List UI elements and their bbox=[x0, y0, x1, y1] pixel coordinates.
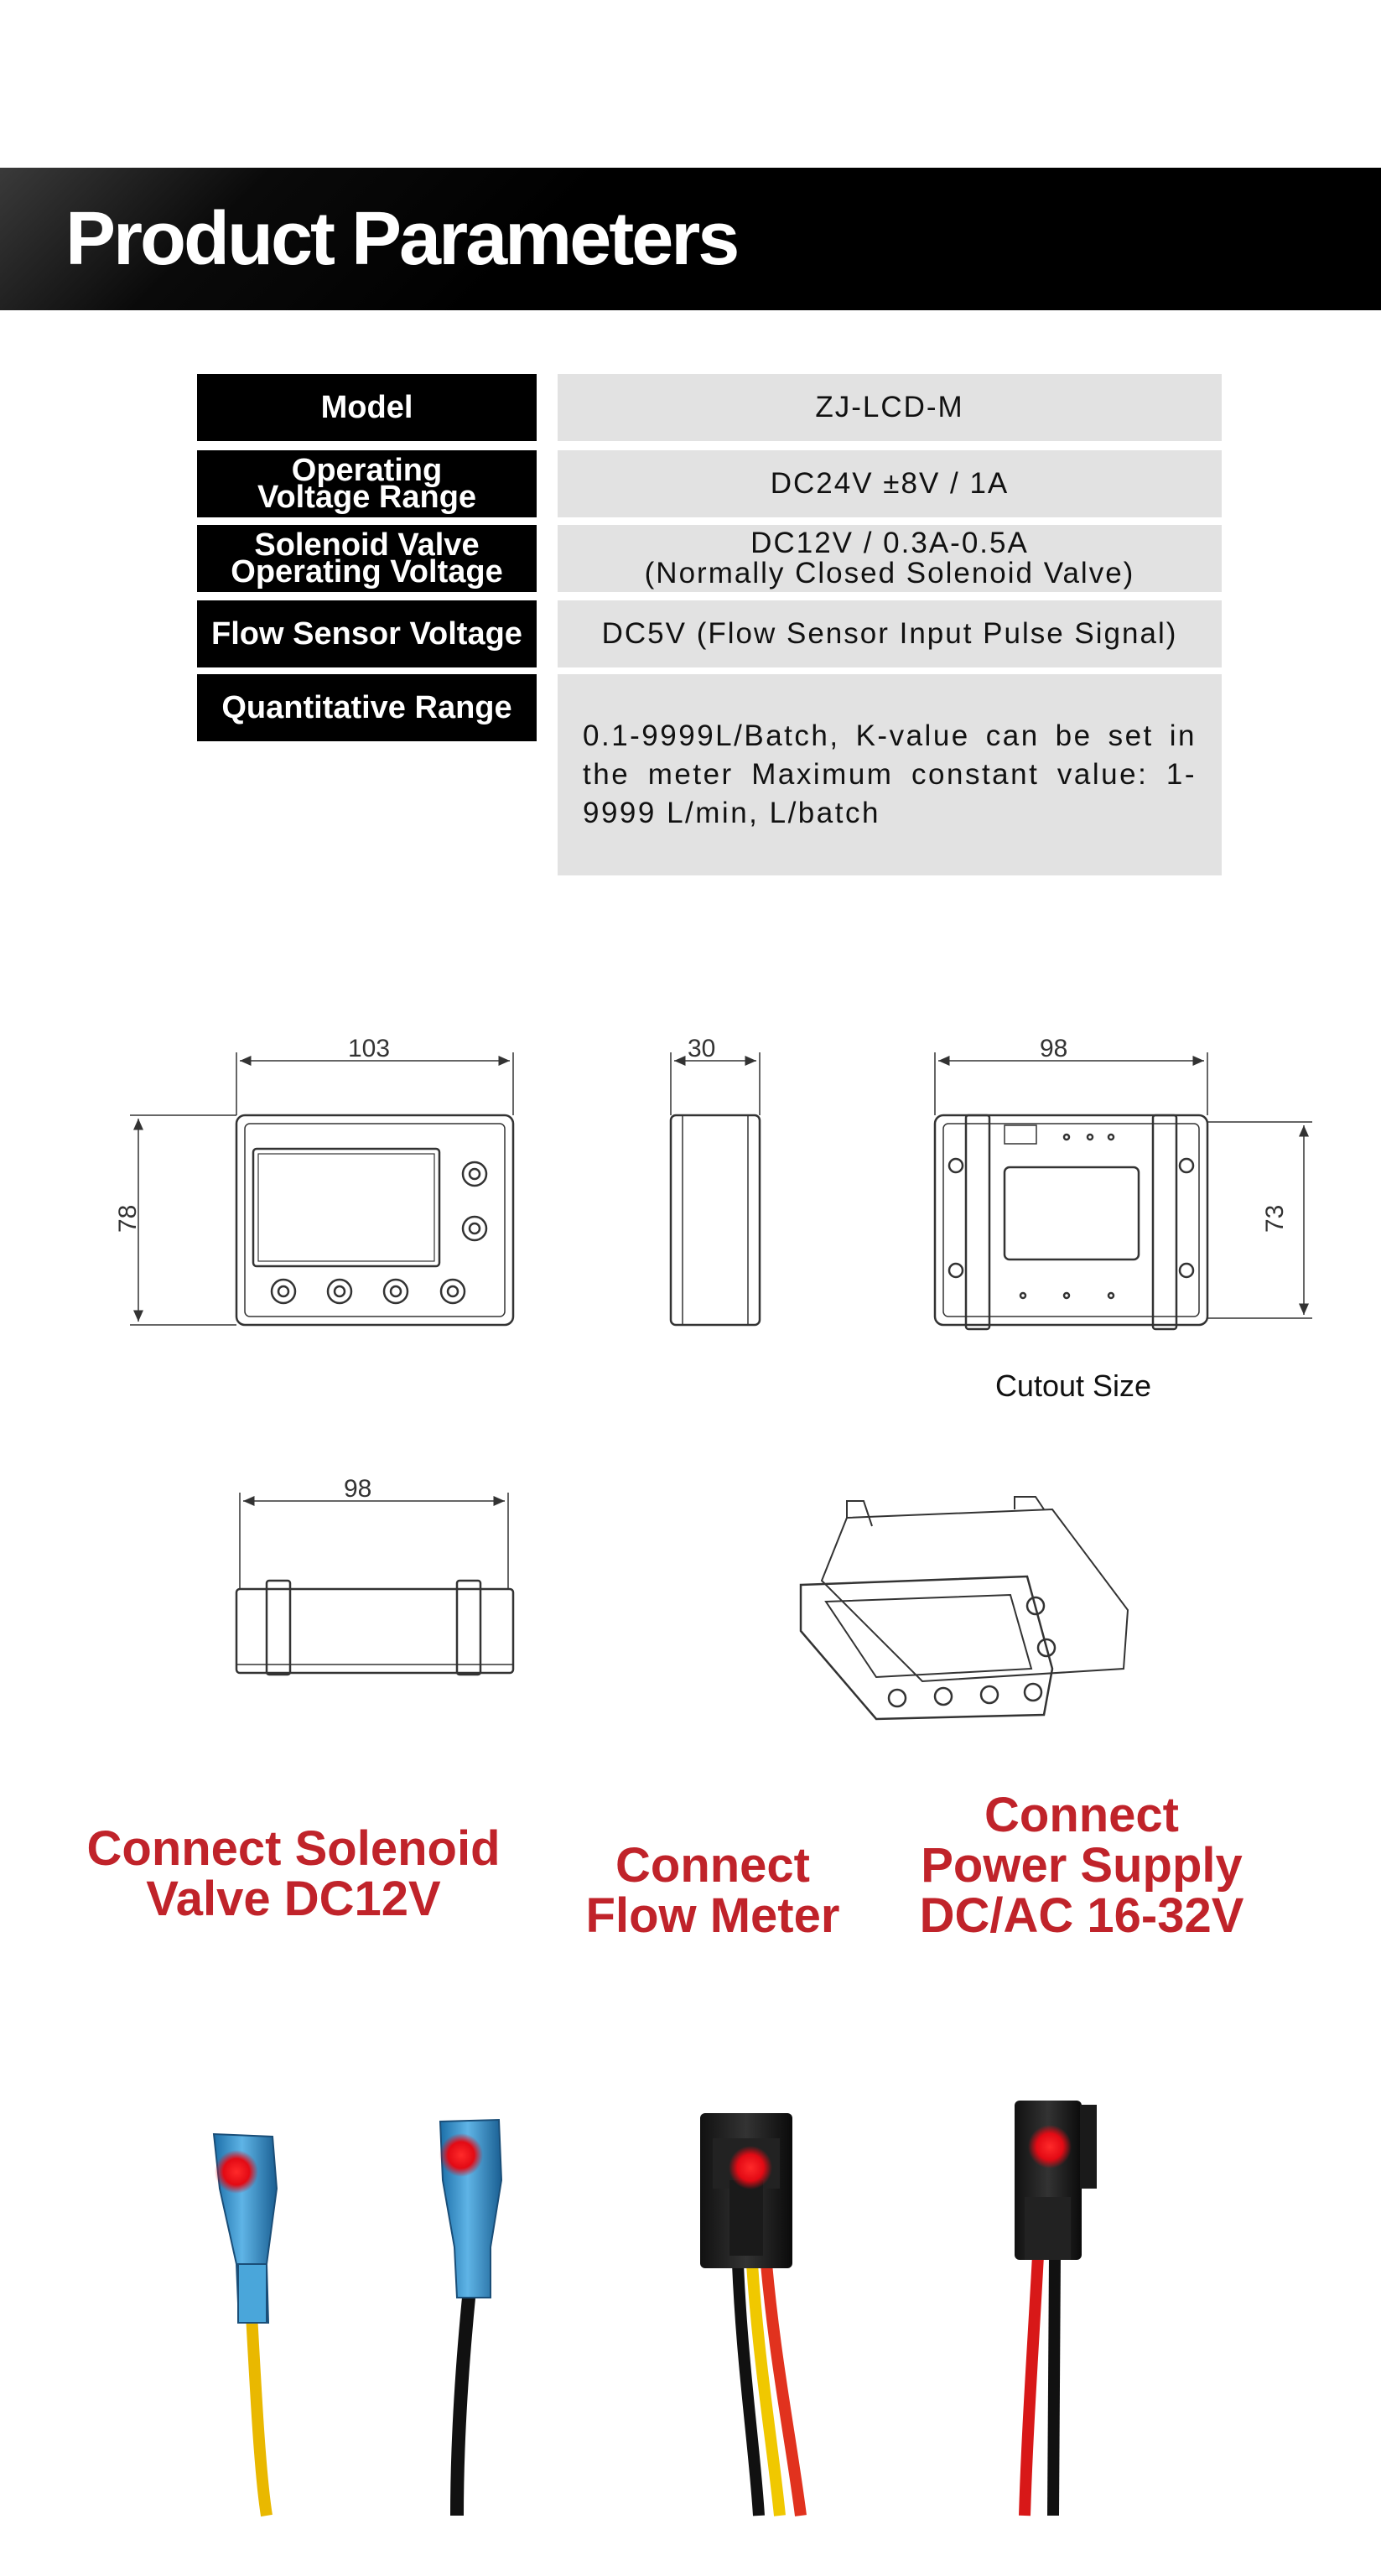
dim-back-height: 73 bbox=[1261, 1205, 1289, 1233]
label-connect-power-supply: Connect Power Supply DC/AC 16-32V bbox=[919, 1788, 1244, 1943]
dim-front-width: 103 bbox=[348, 1035, 390, 1062]
dim-front-height: 78 bbox=[114, 1205, 142, 1233]
param-label: Operating Voltage Range bbox=[197, 450, 537, 517]
bottom-view-drawing bbox=[235, 1493, 515, 1676]
solenoid-terminal-black bbox=[439, 2118, 503, 2516]
flow-meter-connector bbox=[700, 2113, 807, 2516]
param-value: DC5V (Flow Sensor Input Pulse Signal) bbox=[558, 600, 1222, 667]
back-view-drawing bbox=[933, 1052, 1312, 1331]
side-view-drawing bbox=[669, 1052, 761, 1327]
param-value: DC24V ±8V / 1A bbox=[558, 450, 1222, 517]
dim-side-depth: 30 bbox=[688, 1035, 715, 1062]
param-label: Quantitative Range bbox=[197, 674, 537, 741]
param-label: Solenoid Valve Operating Voltage bbox=[197, 525, 537, 592]
front-view-drawing bbox=[130, 1052, 515, 1327]
label-connect-solenoid: Connect Solenoid Valve DC12V bbox=[86, 1821, 501, 1926]
solenoid-terminal-yellow bbox=[212, 2132, 278, 2517]
dim-back-width: 98 bbox=[1040, 1035, 1067, 1062]
power-supply-connector bbox=[1015, 2101, 1097, 2516]
dim-bottom-width: 98 bbox=[344, 1475, 371, 1503]
page-title: Product Parameters bbox=[65, 197, 740, 281]
perspective-view-drawing bbox=[799, 1496, 1129, 1721]
param-value: DC12V / 0.3A-0.5A (Normally Closed Solen… bbox=[558, 525, 1222, 592]
label-connect-flow-meter: Connect Flow Meter bbox=[585, 1838, 840, 1943]
dimension-drawings: 103 78 30 98 73 bbox=[114, 1035, 1312, 1721]
param-label: Flow Sensor Voltage bbox=[197, 600, 537, 667]
param-value: ZJ-LCD-M bbox=[558, 374, 1222, 441]
cutout-size-label: Cutout Size bbox=[994, 1368, 1152, 1403]
title-banner: Product Parameters bbox=[0, 168, 1381, 310]
param-label: Model bbox=[197, 374, 537, 441]
param-value: 0.1-9999L/Batch, K-value can be set in t… bbox=[558, 674, 1222, 875]
